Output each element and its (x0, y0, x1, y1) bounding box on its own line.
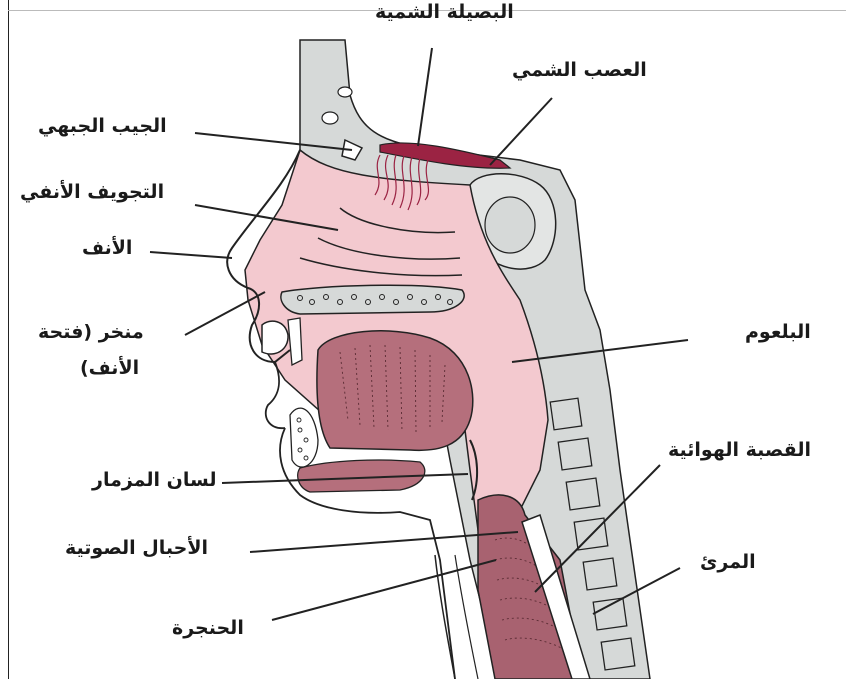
sinus-hole (338, 87, 352, 97)
sinus-hole (322, 112, 338, 124)
leader-line-olfactory-nerve (490, 98, 552, 165)
sphenoid-sinus (485, 197, 535, 253)
tongue (317, 331, 473, 451)
leader-line-olfactory-bulb (418, 48, 432, 146)
label-nostril-line1: منخر (فتحة (38, 322, 144, 344)
label-epiglottis: لسان المزمار (92, 470, 216, 492)
label-nasal-cavity: التجويف الأنفي (20, 182, 164, 204)
label-nostril-line2: الأنف) (80, 358, 139, 380)
leader-line-larynx (272, 560, 496, 620)
label-larynx: الحنجرة (172, 618, 244, 640)
label-frontal-sinus: الجيب الجبهي (38, 116, 167, 138)
label-olfactory-nerve: العصب الشمي (512, 60, 647, 82)
label-vocal-cords: الأحبال الصوتية (65, 538, 208, 560)
label-olfactory-bulb: البصيلة الشمية (375, 2, 514, 24)
nostril-shape (262, 321, 288, 354)
leader-line-nose (150, 252, 232, 258)
label-trachea: القصبة الهوائية (668, 440, 811, 462)
label-pharynx: البلعوم (745, 322, 811, 344)
label-esophagus: المرئ (700, 552, 756, 574)
label-nose: الأنف (82, 238, 132, 260)
